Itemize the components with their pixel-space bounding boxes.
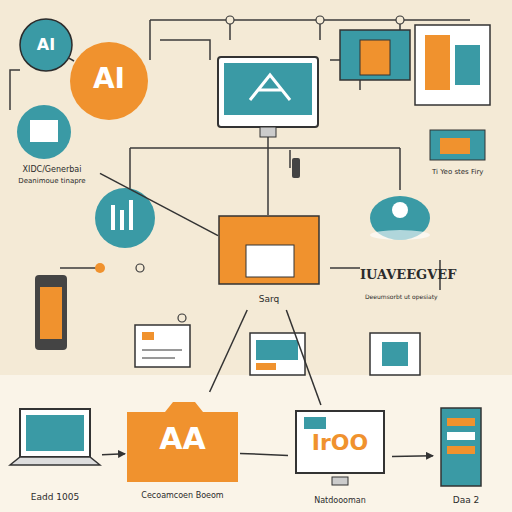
connector [240,453,288,455]
node-sublabel: Cecoamcoen Boeom [125,492,240,501]
node-box: Sarq [218,215,320,310]
monitor-stand [332,477,348,485]
monitor-widget [304,417,326,429]
connector [68,58,74,61]
dot [95,263,105,273]
lower-band [0,375,512,512]
server-body [441,408,481,486]
node-sublabel: Deanimoue tinapre [4,178,100,186]
screen-icons [135,325,420,375]
orange-box [219,216,319,284]
server-slot [447,446,475,454]
laptop-screen [20,409,90,457]
teal-circle [17,105,71,159]
node-label: AI [18,36,74,54]
connector [100,173,218,235]
node-label: Daa 2 [433,496,499,506]
laptop-display [26,415,84,451]
node-label: IrOO [288,431,392,455]
connector [102,454,125,455]
paper [246,245,294,277]
server-slot [447,418,475,426]
free-label: Deeumsorbt ut opesiaty [365,293,438,300]
phone-icon [35,275,67,350]
connector [210,310,248,392]
machine-icon [340,25,490,160]
node-label: AI [68,64,150,95]
server-shape [433,400,499,510]
node-box: AA Cecoamcoen Boeom [125,392,240,510]
node-label: Sarq [218,295,320,305]
free-label: IUAVEEGVEF [360,267,456,282]
node-box: Daa 2 [433,400,499,510]
wires [10,20,470,290]
node-box: AI [18,17,74,73]
monitor-shape [288,405,392,510]
node-label: AA [125,422,240,455]
doc-icon [30,120,58,142]
node-box: IrOO Natdoooman [288,405,392,510]
node-label: Eadd 1005 [8,493,102,503]
node-box: Eadd 1005 [8,405,102,509]
node-box: AI [68,40,150,122]
node-sublabel: Natdoooman [288,497,392,506]
free-label: Ti Yeo stes Firy [432,168,483,176]
connector [286,310,321,405]
server-slot [447,432,475,440]
laptop-base [10,457,100,465]
node-label: XIDC/Generbai [4,166,100,175]
top-monitor [218,57,318,178]
node-box: XIDC/GenerbaiDeanimoue tinapre [4,102,100,194]
connector [392,455,433,457]
